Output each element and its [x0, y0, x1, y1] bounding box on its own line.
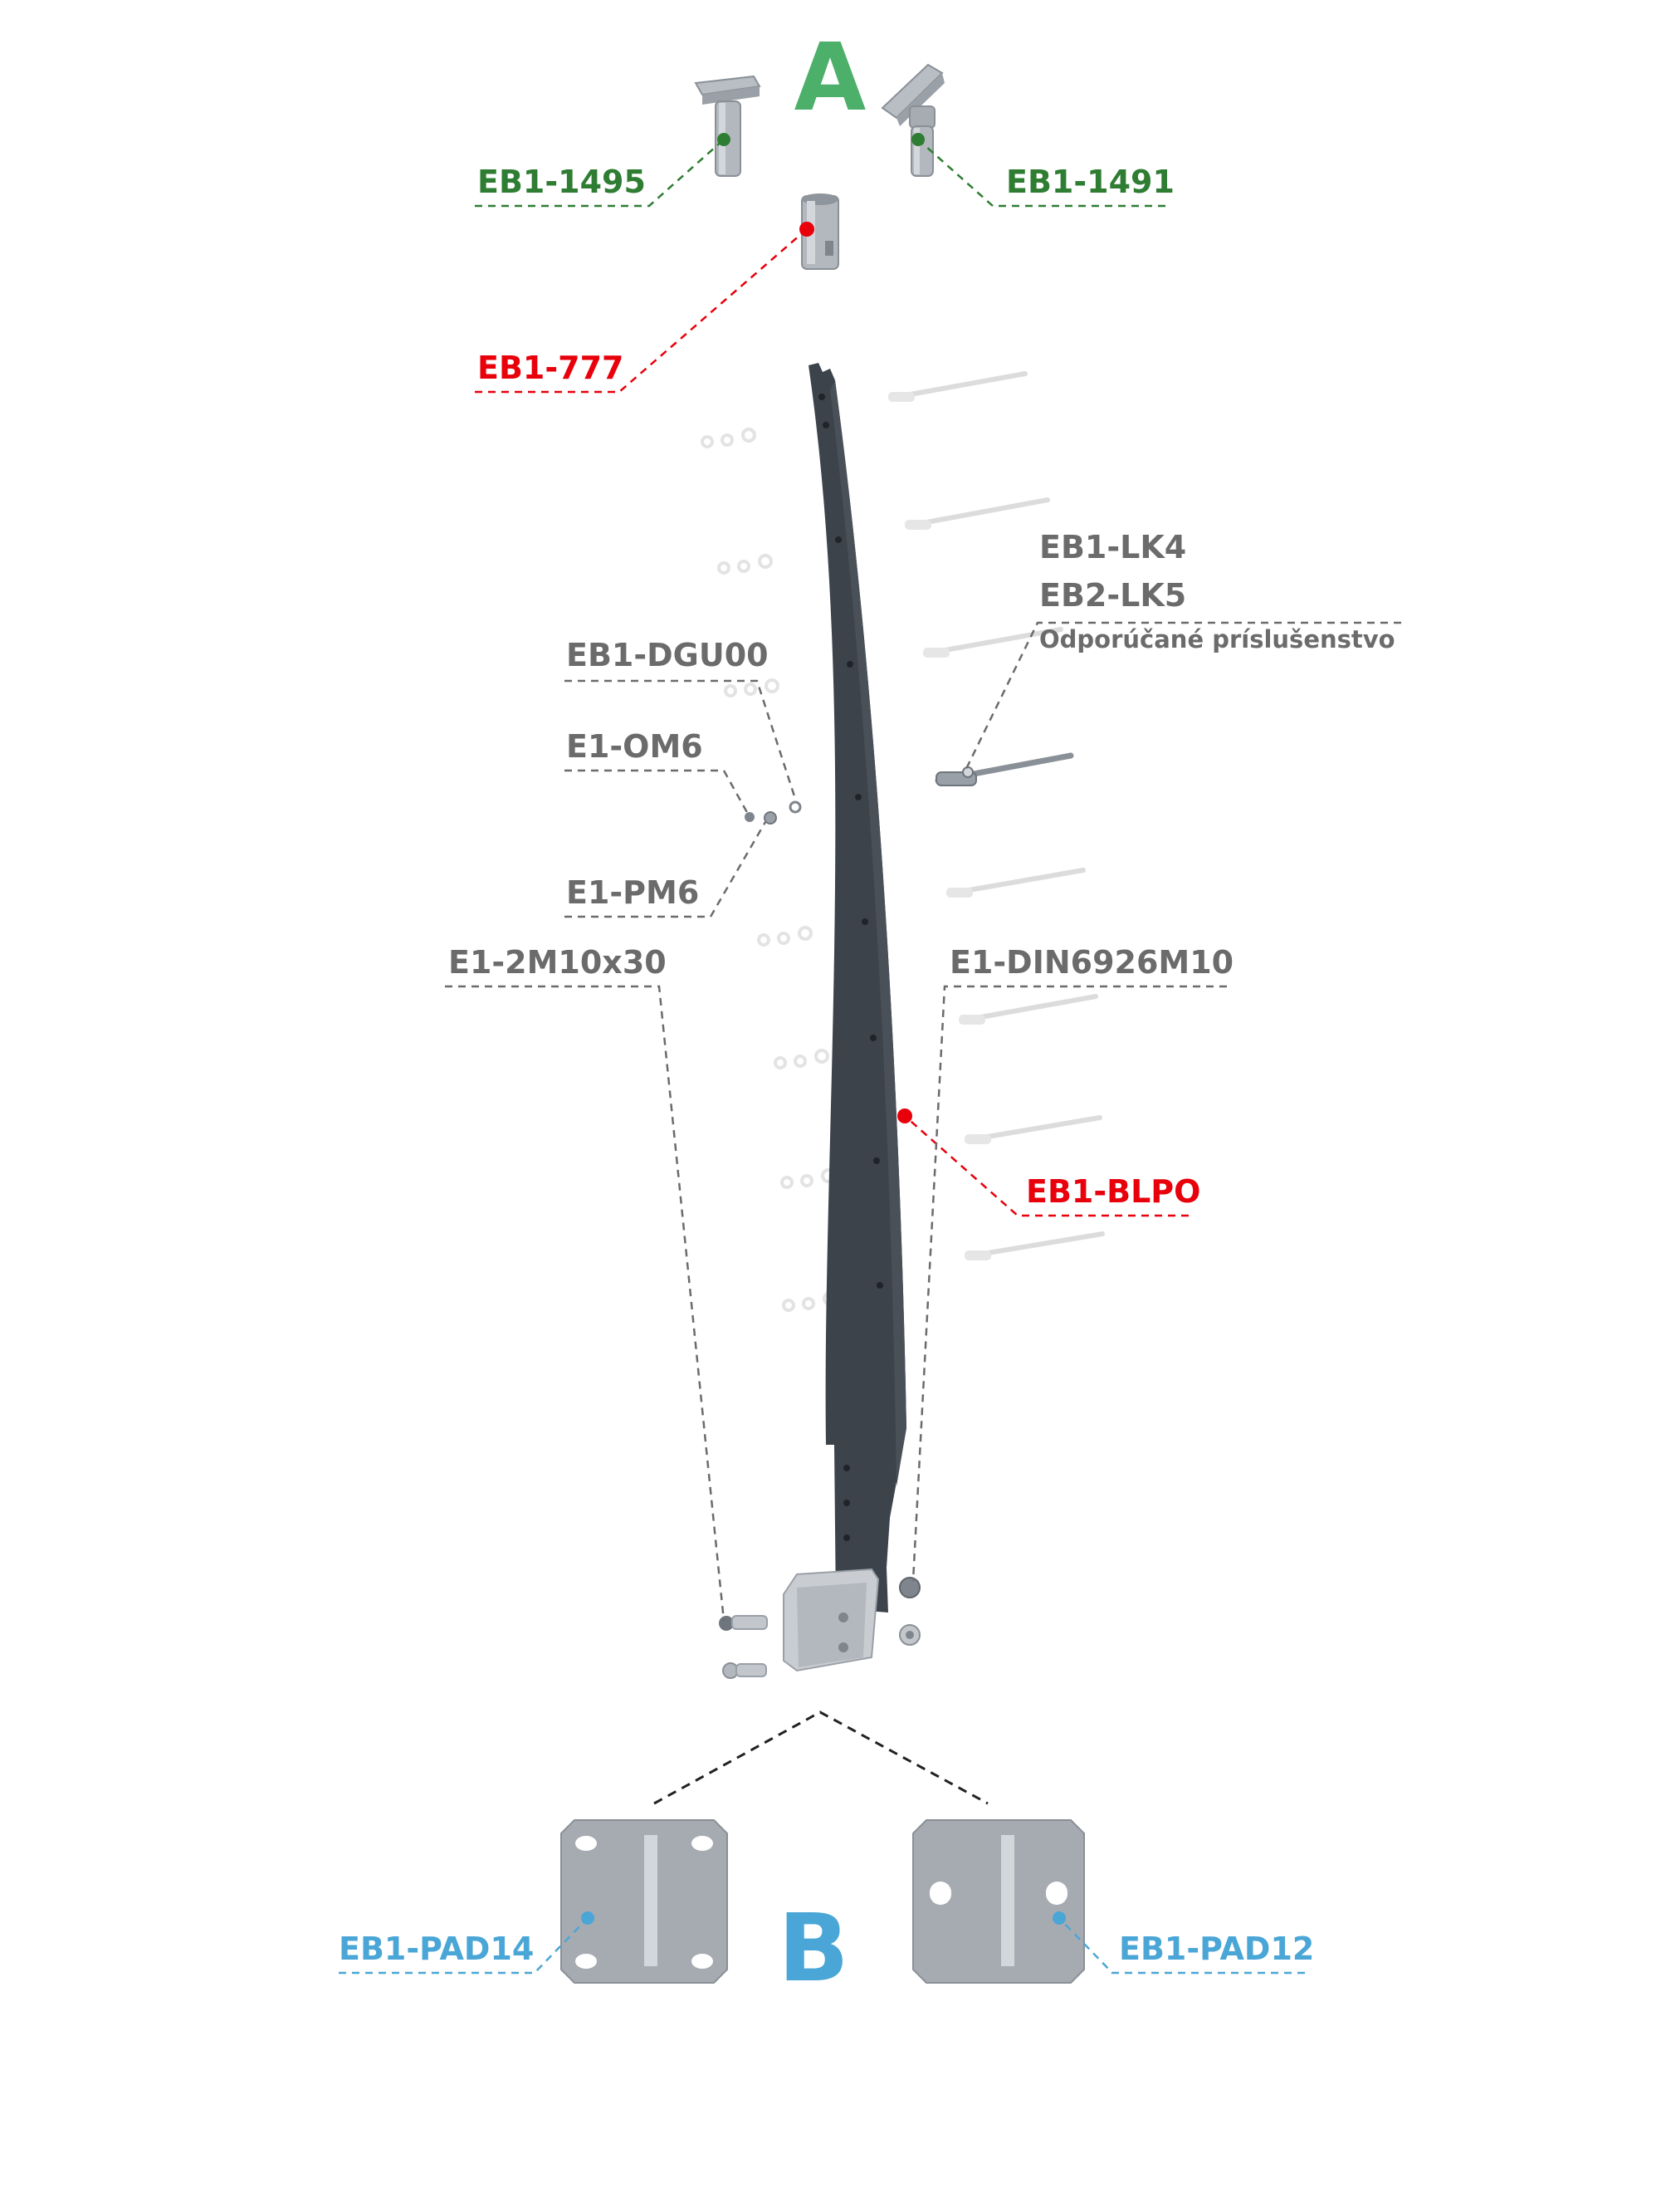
- ghost-cable-set: [894, 371, 1105, 1258]
- label-e1-2m10x30: E1-2M10x30: [448, 944, 667, 981]
- leader-lines-base: [653, 1710, 989, 1805]
- handrail-holder-t-icon: [694, 75, 761, 177]
- label-eb1-dgu00: EB1-DGU00: [566, 637, 769, 673]
- base-plate-pad12-icon: [912, 1819, 1085, 1984]
- label-eb2-lk5: EB2-LK5: [1039, 577, 1186, 614]
- label-eb1-blpo: EB1-BLPO: [1026, 1173, 1200, 1210]
- marker-eb1-blpo: [897, 1108, 912, 1123]
- label-e1-din6926m10: E1-DIN6926M10: [950, 944, 1234, 981]
- label-eb1-1491: EB1-1491: [1006, 164, 1175, 200]
- marker-eb1-777: [799, 222, 814, 237]
- cable-tensioner-icon: [935, 752, 1074, 786]
- leader-lines-green: [475, 139, 1165, 208]
- leader-lines-red: [475, 228, 1189, 1217]
- marker-eb1-pad14: [581, 1911, 594, 1925]
- marker-eb1-pad12: [1053, 1911, 1066, 1925]
- ghost-clamp-set: [701, 428, 838, 1312]
- label-eb1-1495: EB1-1495: [477, 164, 646, 200]
- section-a-letter: A: [794, 24, 867, 132]
- handrail-holder-adjustable-icon: [881, 63, 945, 177]
- bolt-m10-icon: [719, 1615, 768, 1679]
- leader-lines-gray: [445, 621, 1401, 1622]
- nut-washer-bolt-icon: [745, 800, 802, 825]
- post-holes: [818, 394, 883, 1541]
- label-eb1-pad12: EB1-PAD12: [1119, 1931, 1314, 1967]
- marker-eb1-1495: [717, 133, 730, 146]
- post-profile: [809, 363, 906, 1613]
- label-eb1-pad14: EB1-PAD14: [339, 1931, 534, 1967]
- base-plate-pad14-icon: [560, 1819, 728, 1984]
- section-b-letter: B: [778, 1895, 848, 2003]
- label-e1-pm6: E1-PM6: [566, 874, 699, 911]
- label-eb1-777: EB1-777: [477, 350, 623, 386]
- nut-din6926-icon: [899, 1577, 921, 1646]
- label-e1-om6: E1-OM6: [566, 728, 703, 765]
- base-bracket-icon: [783, 1568, 880, 1672]
- label-recommended-accessories: Odporúčané príslušenstvo: [1039, 625, 1395, 653]
- leader-lines-blue: [339, 1917, 1305, 1975]
- marker-eb1-1491: [911, 133, 925, 146]
- ghost-cable-ends: [888, 392, 991, 1260]
- label-eb1-lk4: EB1-LK4: [1039, 529, 1186, 565]
